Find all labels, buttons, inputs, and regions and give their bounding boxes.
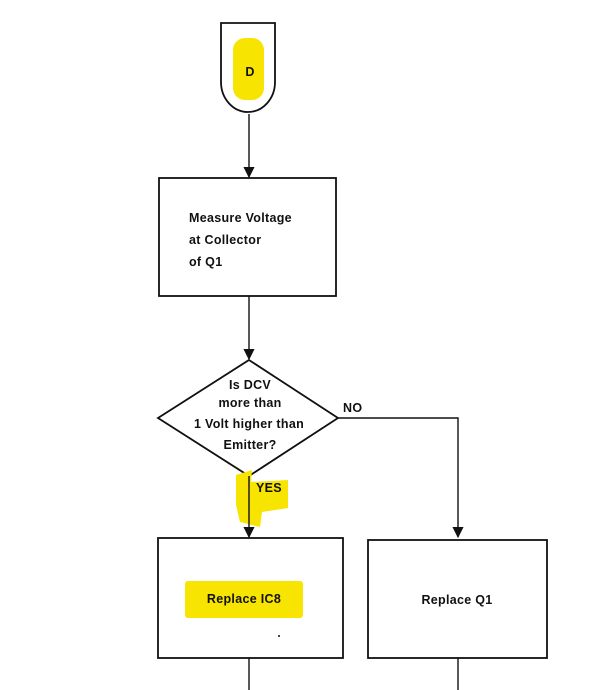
highlight-mark: [233, 38, 264, 100]
connector-label: D: [245, 65, 254, 79]
decision-line-3: 1 Volt higher than: [194, 417, 304, 431]
highlight-mark: [236, 470, 288, 527]
measure-line-2: at Collector: [189, 233, 261, 247]
measure-line-3: of Q1: [189, 255, 222, 269]
speck: [278, 635, 280, 637]
decision-line-4: Emitter?: [223, 438, 276, 452]
no-label: NO: [343, 401, 362, 415]
decision-diamond: Is DCV more than 1 Volt higher than Emit…: [156, 358, 340, 478]
measure-voltage-box: Measure Voltage at Collector of Q1: [158, 177, 337, 297]
measure-line-1: Measure Voltage: [189, 211, 292, 225]
decision-line-1: Is DCV: [229, 378, 271, 392]
highlight-mark: [185, 581, 303, 618]
replace-q1-box: Replace Q1: [367, 539, 548, 659]
replace-ic8-box: Replace IC8: [157, 537, 344, 659]
no-branch: NO: [338, 401, 464, 539]
replace-ic8-label: Replace IC8: [207, 592, 281, 606]
decision-line-2: more than: [218, 396, 281, 410]
replace-q1-label: Replace Q1: [421, 593, 492, 607]
yes-branch: YES: [236, 470, 288, 539]
connector-d: D: [220, 22, 276, 113]
yes-label: YES: [256, 481, 282, 495]
